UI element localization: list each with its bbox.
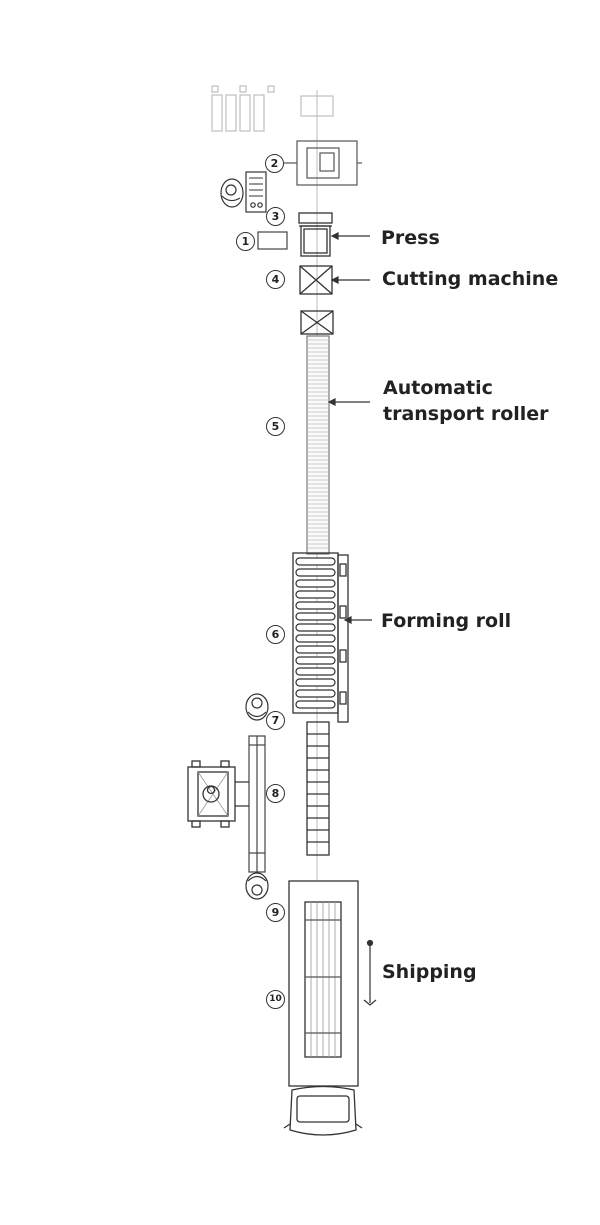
material-station [284,140,362,186]
shipping-direction-marker [363,939,377,1006]
faded-storage-racks [211,85,275,132]
welding-workstation [187,760,249,828]
forming-roll-unit [292,552,349,723]
transport-roller-conveyor [306,335,330,555]
label-automatic-transport-roller-line2: transport roller [383,403,549,425]
step-number-5: 5 [266,417,285,436]
operator-control-panel [220,171,267,213]
cutting-machine [299,265,333,295]
step-number-2: 2 [265,154,284,173]
faded-feeder [300,95,334,117]
operator-top [245,693,269,721]
side-transfer-conveyor [248,735,266,873]
step-number-10: 10 [266,990,285,1009]
step-number-7: 7 [266,711,285,730]
step-number-6: 6 [266,625,285,644]
blank-part [257,231,288,250]
callout-leaders [327,232,372,624]
step-number-9: 9 [266,903,285,922]
operator-bottom [245,872,269,900]
shipping-truck [283,880,363,1136]
label-press: Press [381,227,440,249]
label-shipping: Shipping [382,961,477,983]
label-forming-roll: Forming roll [381,610,512,632]
label-cutting-machine: Cutting machine [382,268,559,290]
press-machine [298,212,333,257]
cutter-box [300,310,334,335]
forming-roll-rollers [295,557,336,709]
output-conveyor [306,721,330,856]
step-number-4: 4 [266,270,285,289]
label-automatic-transport-roller-line1: Automatic [383,377,493,399]
step-number-1: 1 [236,232,255,251]
step-number-3: 3 [266,207,285,226]
step-number-8: 8 [266,784,285,803]
